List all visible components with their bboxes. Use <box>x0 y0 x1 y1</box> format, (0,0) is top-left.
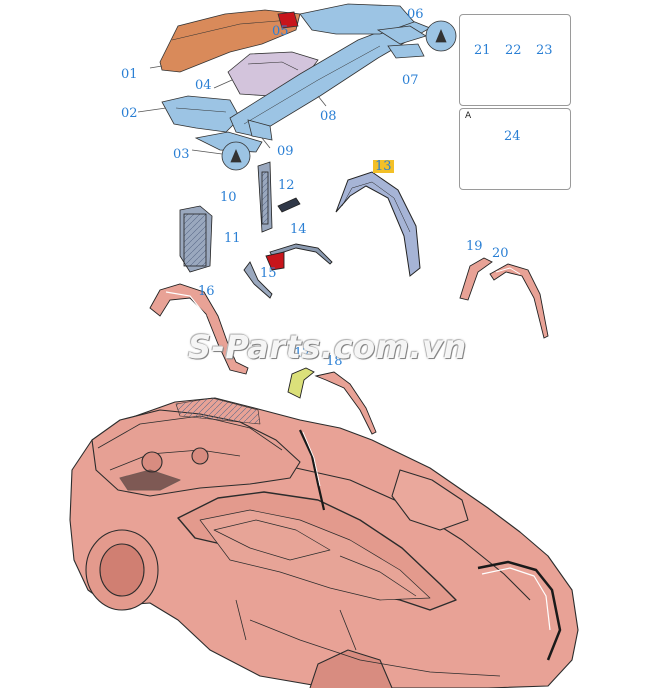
part-17-18-trims <box>287 367 377 435</box>
part-08-rail <box>229 3 431 137</box>
detail-a-legend-box <box>459 108 571 190</box>
part-14-15-trims <box>243 243 333 299</box>
part-01-panel <box>149 9 301 73</box>
detail-a-letter: A <box>465 111 472 121</box>
part-19-20-trims <box>459 257 549 339</box>
callout-08: 08 <box>320 109 337 124</box>
car-body <box>69 397 579 688</box>
callout-14: 14 <box>290 222 307 237</box>
part-11-bracket <box>179 205 213 273</box>
callout-20: 20 <box>492 246 509 261</box>
callout-05: 05 <box>272 24 289 39</box>
part-16-strip <box>149 283 249 375</box>
fasteners-legend-box <box>459 14 571 106</box>
callout-16: 16 <box>198 284 215 299</box>
site-watermark: S-Parts.com.vn <box>188 328 467 366</box>
callout-18: 18 <box>326 354 343 369</box>
part-02-panel <box>137 95 241 133</box>
callout-13: 13 <box>373 159 394 174</box>
callout-23: 23 <box>536 43 553 58</box>
callout-19: 19 <box>466 239 483 254</box>
callout-04: 04 <box>195 78 212 93</box>
part-03-09-assembly <box>191 119 273 171</box>
callout-03: 03 <box>173 147 190 162</box>
callout-09: 09 <box>277 144 294 159</box>
callout-24: 24 <box>504 129 521 144</box>
callout-17: 17 <box>294 346 311 361</box>
part-06-07-brackets <box>376 20 457 59</box>
callout-21: 21 <box>474 43 491 58</box>
callout-06: 06 <box>407 7 424 22</box>
part-10-12-trims <box>257 161 301 233</box>
callout-22: 22 <box>505 43 522 58</box>
callout-07: 07 <box>402 73 419 88</box>
part-05-clip <box>277 11 299 29</box>
part-13-arch <box>335 171 421 277</box>
callout-10: 10 <box>220 190 237 205</box>
callout-11: 11 <box>224 231 241 246</box>
callout-01: 01 <box>121 67 138 82</box>
callout-15: 15 <box>260 266 277 281</box>
callout-12: 12 <box>278 178 295 193</box>
callout-02: 02 <box>121 106 138 121</box>
